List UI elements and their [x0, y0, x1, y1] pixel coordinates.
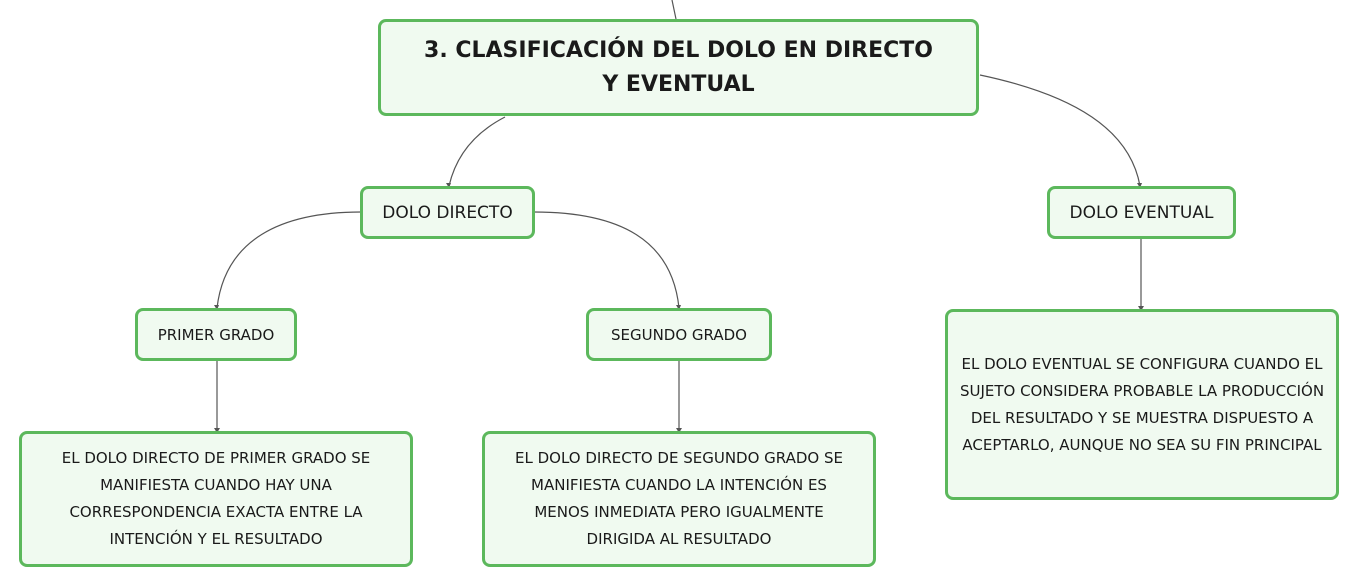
segundo-grado-description: EL DOLO DIRECTO DE SEGUNDO GRADO SE MANI…	[514, 449, 843, 548]
connector-incoming	[671, 0, 677, 20]
dolo-eventual-description: EL DOLO EVENTUAL SE CONFIGURA CUANDO EL …	[959, 354, 1325, 454]
main-topic-label: 3. CLASIFICACIÓN DEL DOLO EN DIRECTO Y E…	[424, 37, 933, 97]
connector-main-directo	[448, 116, 506, 187]
dolo-directo-label: DOLO DIRECTO	[382, 202, 513, 223]
primer-grado-description-node[interactable]: EL DOLO DIRECTO DE PRIMER GRADO SE MANIF…	[19, 431, 413, 567]
primer-grado-label: PRIMER GRADO	[157, 325, 275, 344]
connector-main-eventual	[979, 74, 1141, 187]
dolo-eventual-node[interactable]: DOLO EVENTUAL	[1047, 186, 1236, 239]
primer-grado-description: EL DOLO DIRECTO DE PRIMER GRADO SE MANIF…	[61, 449, 371, 548]
connector-directo-segundo	[533, 211, 680, 309]
dolo-eventual-description-node[interactable]: EL DOLO EVENTUAL SE CONFIGURA CUANDO EL …	[945, 309, 1339, 500]
dolo-directo-node[interactable]: DOLO DIRECTO	[360, 186, 535, 239]
segundo-grado-node[interactable]: SEGUNDO GRADO	[586, 308, 772, 361]
main-topic-node[interactable]: 3. CLASIFICACIÓN DEL DOLO EN DIRECTO Y E…	[378, 19, 979, 116]
dolo-eventual-label: DOLO EVENTUAL	[1069, 202, 1214, 223]
connector-directo-primer	[216, 211, 362, 309]
segundo-grado-description-node[interactable]: EL DOLO DIRECTO DE SEGUNDO GRADO SE MANI…	[482, 431, 876, 567]
segundo-grado-label: SEGUNDO GRADO	[610, 325, 747, 344]
primer-grado-node[interactable]: PRIMER GRADO	[135, 308, 297, 361]
